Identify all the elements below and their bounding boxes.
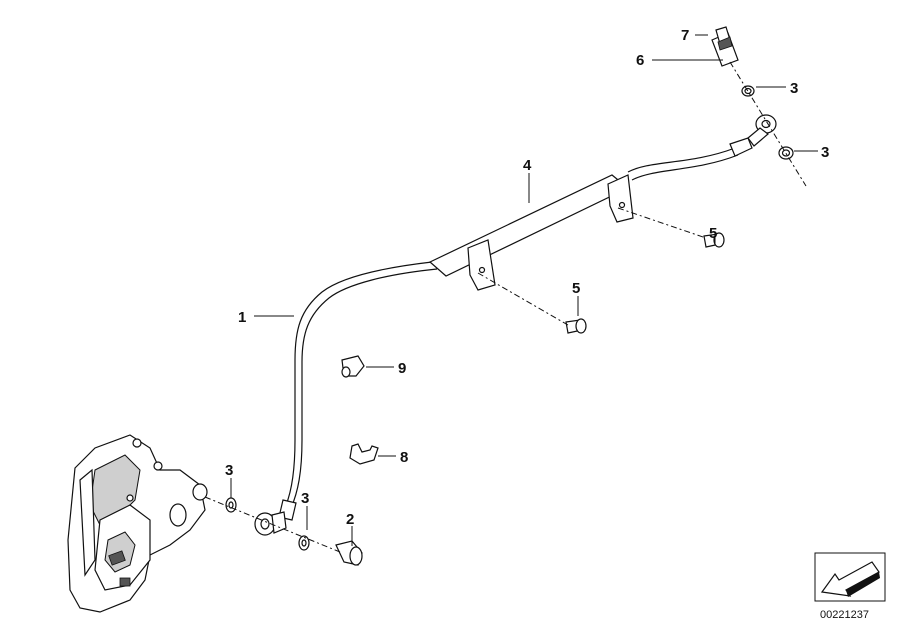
hollow-bolt — [335, 540, 363, 566]
clip — [349, 443, 379, 465]
sealing-ring-upper-1 — [741, 85, 755, 97]
callout-4: 4 — [523, 157, 532, 174]
brake-line — [428, 114, 777, 291]
callout-2: 2 — [346, 511, 354, 528]
callout-1: 1 — [238, 309, 246, 326]
leader-lines — [204, 34, 818, 553]
callout-3-lower-right: 3 — [301, 490, 309, 507]
bleeder-valve — [711, 26, 739, 67]
sealing-ring-lower-2 — [298, 535, 310, 551]
sealing-ring-upper-2 — [778, 146, 794, 160]
callout-3-upper-2: 3 — [821, 144, 829, 161]
callout-6: 6 — [636, 52, 644, 69]
arrow-icon — [820, 561, 880, 597]
callout-3-lower-left: 3 — [225, 462, 233, 479]
brake-caliper — [67, 434, 208, 613]
screw-1 — [565, 318, 587, 334]
grommet — [341, 355, 365, 378]
screw-2 — [703, 232, 725, 248]
callout-3-upper-1: 3 — [790, 80, 798, 97]
callouts: 1 2 3 3 3 3 4 5 5 6 7 8 9 — [225, 27, 829, 528]
callout-7: 7 — [681, 27, 689, 44]
sealing-ring-lower-1 — [225, 497, 237, 513]
reference-number: 00221237 — [820, 609, 869, 621]
brake-hose — [254, 261, 438, 536]
callout-9: 9 — [398, 360, 406, 377]
callout-8: 8 — [400, 449, 408, 466]
callout-5-lower: 5 — [572, 280, 580, 297]
callout-5-upper: 5 — [709, 225, 717, 242]
reference-box: 00221237 — [814, 552, 886, 621]
